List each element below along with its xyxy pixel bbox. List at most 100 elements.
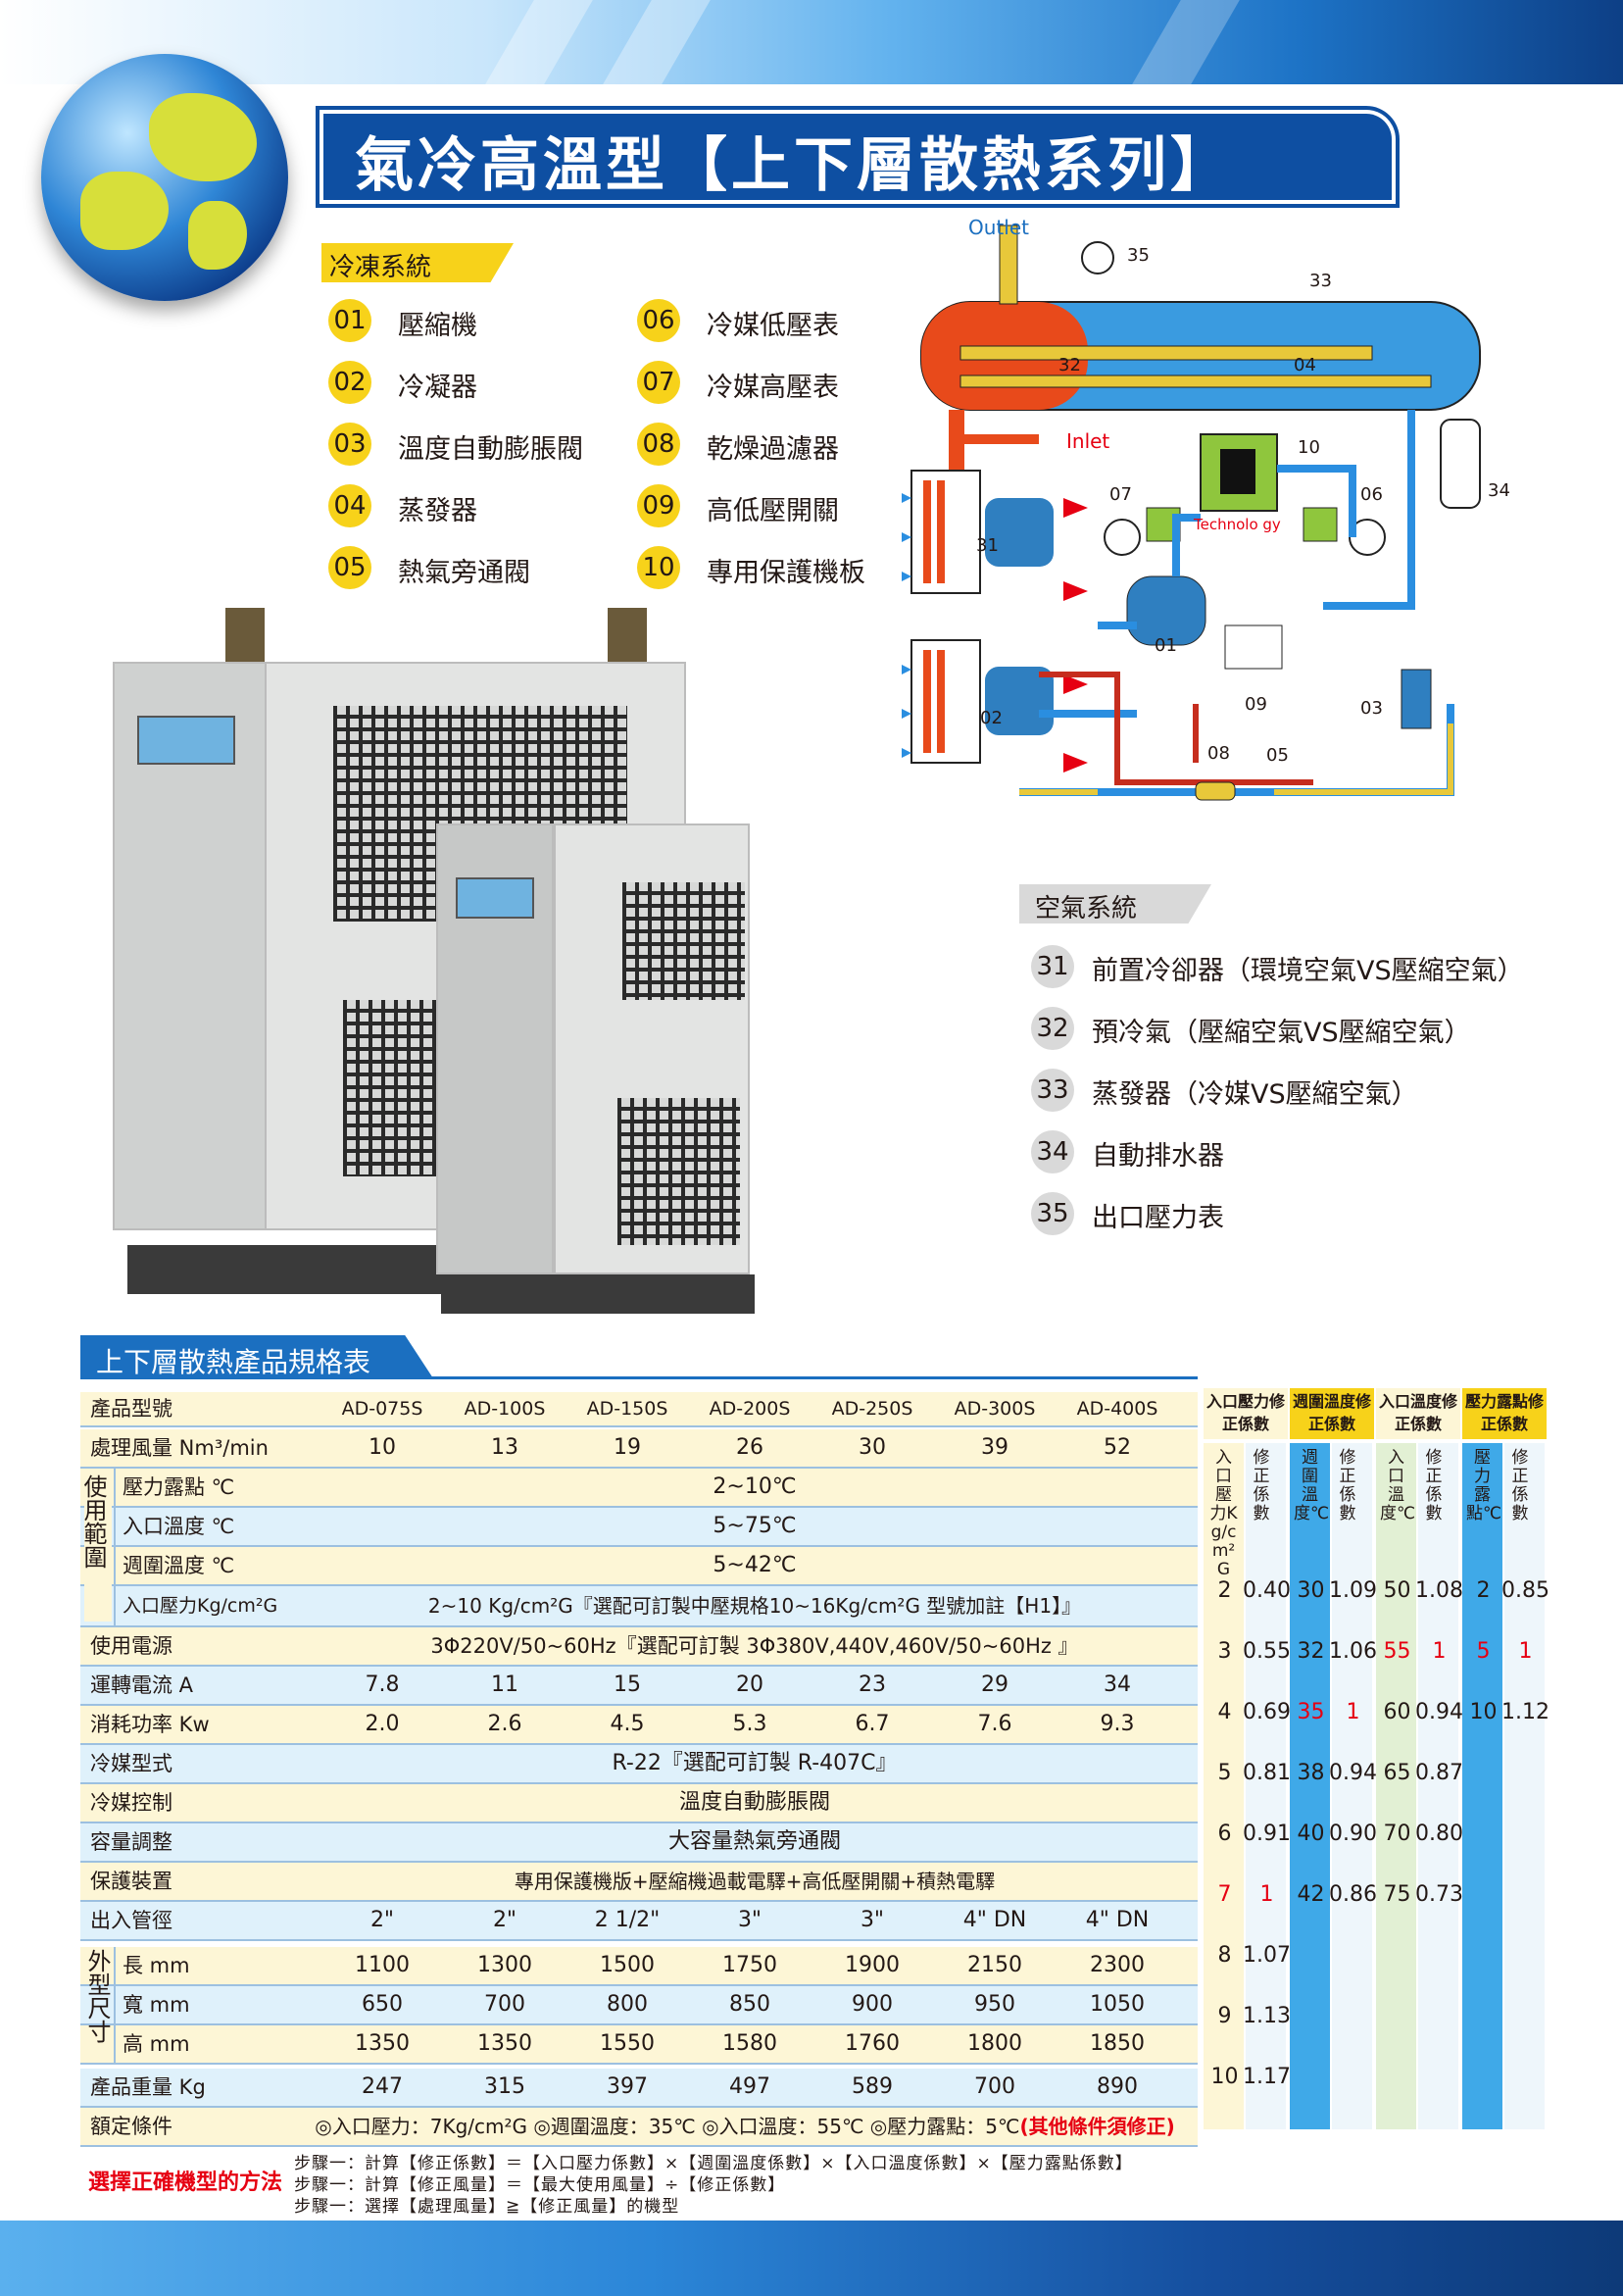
corr-value: 65	[1383, 1761, 1411, 1785]
spec-heading-line	[80, 1376, 1198, 1379]
air-item-label: 自動排水器	[1092, 1141, 1224, 1172]
corr-head: 入口壓力修正係數	[1205, 1392, 1285, 1433]
corr-col-bg	[1418, 1443, 1458, 2129]
system-diagram	[902, 225, 1481, 801]
corr-col-bg	[1290, 1443, 1330, 2129]
corr-head-bg	[1204, 1388, 1288, 1439]
item-label: 壓縮機	[398, 311, 477, 341]
title-banner	[323, 114, 1392, 200]
corr-value: 1.07	[1243, 1943, 1291, 1968]
corr-value: 8	[1217, 1943, 1232, 1968]
item-num: 06	[637, 299, 680, 342]
corr-value: 0.69	[1243, 1700, 1291, 1724]
diagram-tag: 04	[1294, 355, 1316, 375]
corr-head-bg	[1376, 1388, 1460, 1439]
corr-value: 60	[1383, 1700, 1411, 1724]
diagram-tag: 03	[1360, 698, 1383, 719]
air-item-num: 32	[1031, 1007, 1074, 1050]
corr-value: 1.08	[1415, 1578, 1463, 1603]
corr-subhead: 週圍溫度℃	[1294, 1448, 1330, 1523]
corr-head: 入口溫度修正係數	[1378, 1392, 1457, 1433]
corr-value: 0.80	[1415, 1822, 1463, 1846]
globe-icon	[41, 54, 288, 301]
air-item-label: 蒸發器（冷媒VS壓縮空氣）	[1092, 1079, 1418, 1110]
item-num: 01	[328, 299, 371, 342]
corr-value: 0.90	[1329, 1822, 1377, 1846]
corr-value: 5	[1217, 1761, 1232, 1785]
corr-value: 38	[1297, 1761, 1325, 1785]
air-heading-tag	[1019, 884, 1211, 923]
corr-value: 5	[1476, 1639, 1491, 1664]
item-num: 03	[328, 423, 371, 466]
corr-subhead: 入口溫度℃	[1380, 1448, 1416, 1523]
spec-heading: 上下層散熱產品規格表	[96, 1346, 371, 1378]
corr-value: 6	[1217, 1822, 1232, 1846]
corr-value: 9	[1217, 2004, 1232, 2028]
corr-value: 0.94	[1329, 1761, 1377, 1785]
item-label: 冷凝器	[398, 373, 477, 403]
air-item-label: 前置冷卻器（環境空氣VS壓縮空氣）	[1092, 956, 1524, 986]
method-step: 步驟一：計算【修正係數】＝【入口壓力係數】×【週圍溫度係數】×【入口溫度係數】×…	[294, 2154, 1133, 2173]
diagram-tag: 02	[980, 708, 1003, 728]
diagram-tag: 08	[1207, 743, 1230, 764]
corr-value: 30	[1297, 1578, 1325, 1603]
corr-value: 0.91	[1243, 1822, 1291, 1846]
diagram-tag: 09	[1245, 694, 1267, 715]
corr-head: 壓力露點修正係數	[1464, 1392, 1544, 1433]
diagram-tag: 31	[976, 535, 999, 556]
corr-head-bg	[1462, 1388, 1547, 1439]
corr-subhead: 修正係數	[1511, 1448, 1529, 1523]
corr-value: 55	[1383, 1639, 1411, 1664]
corr-value: 0.73	[1415, 1882, 1463, 1907]
item-label: 高低壓開關	[707, 496, 839, 526]
item-label: 冷媒低壓表	[707, 311, 839, 341]
spec-heading-bar	[80, 1335, 433, 1378]
air-item-num: 33	[1031, 1069, 1074, 1112]
corr-value: 1	[1518, 1639, 1533, 1664]
technology-board-label: Technolo gy	[1194, 516, 1281, 533]
top-banner	[0, 0, 1623, 84]
corr-value: 7	[1217, 1882, 1232, 1907]
diagram-tag: 06	[1360, 484, 1383, 505]
corr-value: 0.87	[1415, 1761, 1463, 1785]
corr-value: 0.55	[1243, 1639, 1291, 1664]
diagram-tag: 34	[1488, 480, 1510, 501]
outlet-label: Outlet	[968, 216, 1029, 239]
air-item-num: 35	[1031, 1192, 1074, 1235]
corr-value: 75	[1383, 1882, 1411, 1907]
refrigeration-heading-tag	[321, 243, 514, 282]
corr-col-bg	[1246, 1443, 1286, 2129]
item-num: 04	[328, 484, 371, 527]
item-label: 乾燥過濾器	[707, 434, 839, 465]
air-item-num: 34	[1031, 1130, 1074, 1173]
corr-value: 70	[1383, 1822, 1411, 1846]
item-num: 02	[328, 361, 371, 404]
corr-value: 35	[1297, 1700, 1325, 1724]
bottom-banner	[0, 2221, 1623, 2296]
corr-col-bg	[1332, 1443, 1372, 2129]
corr-value: 40	[1297, 1822, 1325, 1846]
corr-value: 32	[1297, 1639, 1325, 1664]
item-num: 09	[637, 484, 680, 527]
corr-value: 2	[1476, 1578, 1491, 1603]
corr-value: 0.86	[1329, 1882, 1377, 1907]
corr-subhead: 修正係數	[1339, 1448, 1356, 1523]
diagram-tag: 05	[1266, 745, 1289, 766]
item-num: 07	[637, 361, 680, 404]
air-heading: 空氣系統	[1035, 894, 1138, 923]
refrigeration-heading: 冷凍系統	[329, 253, 432, 282]
item-label: 蒸發器	[398, 496, 477, 526]
diagram-tag: 01	[1155, 635, 1177, 656]
item-label: 溫度自動膨脹閥	[398, 434, 583, 465]
inlet-label: Inlet	[1066, 429, 1110, 453]
method-step: 步驟一：計算【修正風量】＝【最大使用風量】÷【修正係數】	[294, 2175, 786, 2195]
corr-value: 0.85	[1501, 1578, 1549, 1603]
corr-value: 3	[1217, 1639, 1232, 1664]
corr-head: 週圍溫度修正係數	[1292, 1392, 1371, 1433]
corr-value: 0.40	[1243, 1578, 1291, 1603]
item-num: 05	[328, 546, 371, 589]
product-image	[108, 608, 794, 1314]
corr-subhead: 修正係數	[1253, 1448, 1270, 1523]
corr-value: 1.12	[1501, 1700, 1549, 1724]
item-num: 10	[637, 546, 680, 589]
